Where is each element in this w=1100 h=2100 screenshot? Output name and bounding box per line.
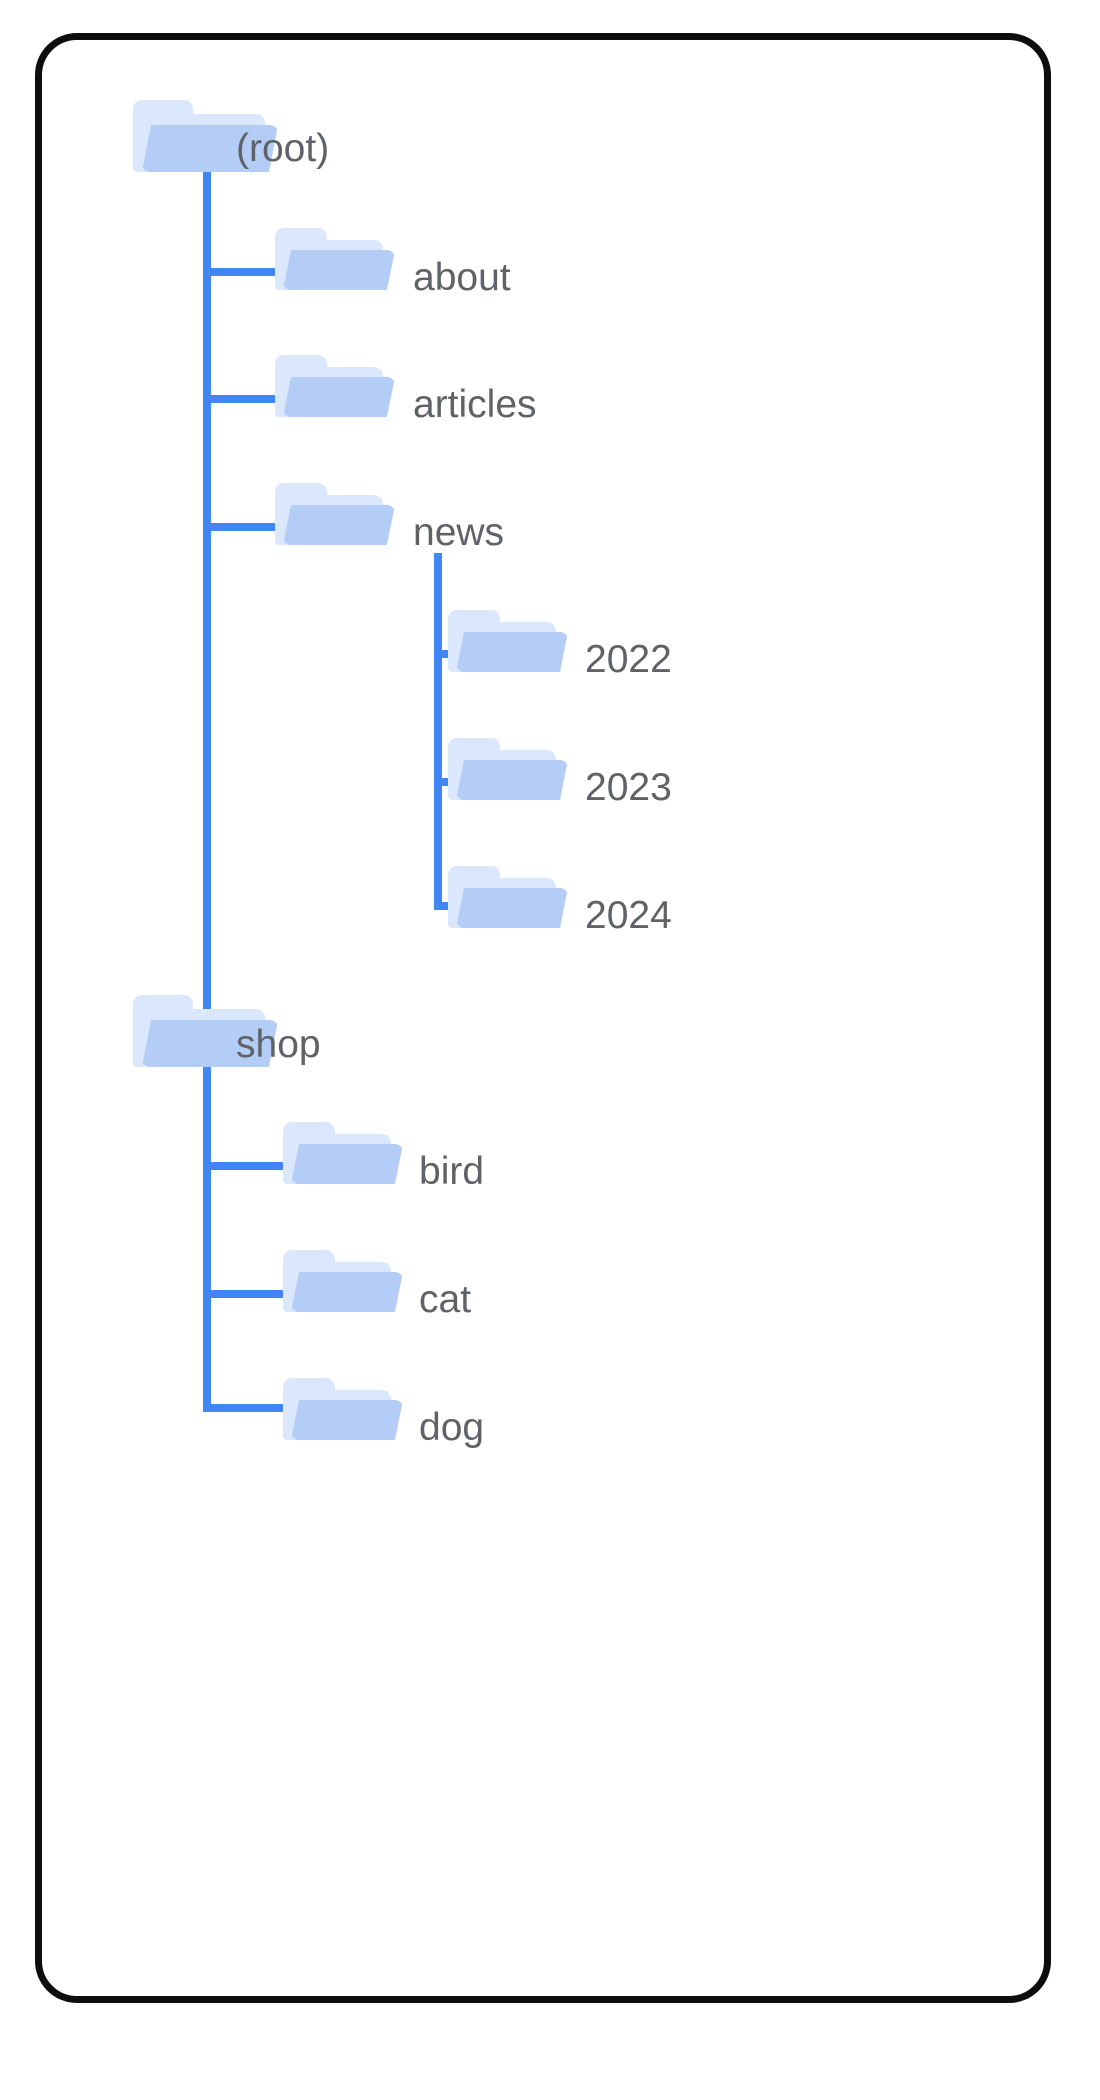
folder-front [456,888,568,928]
node-label-root: (root) [236,127,330,170]
folder-icon-dog[interactable] [283,1378,403,1440]
folder-icon-cat[interactable] [283,1250,403,1312]
folder-front [291,1144,403,1184]
node-label-news: news [413,511,505,554]
node-label-2023: 2023 [585,766,672,809]
folder-icon-2024[interactable] [448,866,568,928]
node-label-2022: 2022 [585,638,672,681]
folder-icon-shop[interactable] [133,995,281,1067]
folder-icon-articles[interactable] [275,355,395,417]
node-label-2024: 2024 [585,894,672,937]
folder-icon-news[interactable] [275,483,395,545]
folder-front [291,1272,403,1312]
folder-icon-bird[interactable] [283,1122,403,1184]
folder-icon-root[interactable] [133,100,281,172]
node-label-dog: dog [419,1406,485,1449]
folder-front [283,505,395,545]
connector-shop-bird [203,1162,328,1170]
node-label-cat: cat [419,1278,472,1321]
connector-news-spine [434,553,442,910]
connector-shop-dog [203,1404,328,1412]
node-label-shop: shop [236,1023,321,1066]
folder-front [291,1400,403,1440]
node-label-about: about [413,256,511,299]
node-label-articles: articles [413,383,537,426]
folder-front [283,377,395,417]
folder-front [283,250,395,290]
folder-icon-2023[interactable] [448,738,568,800]
connector-shop-cat [203,1290,328,1298]
folder-front [456,632,568,672]
connector-root-news [203,523,328,531]
folder-front [456,760,568,800]
folder-icon-about[interactable] [275,228,395,290]
connector-root-about [203,268,328,276]
connector-root-articles [203,395,328,403]
connector-root-spine [203,168,211,1013]
folder-front [142,125,278,172]
folder-front [142,1020,278,1067]
node-label-bird: bird [419,1150,485,1193]
connector-shop-spine [203,1060,211,1412]
folder-icon-2022[interactable] [448,610,568,672]
